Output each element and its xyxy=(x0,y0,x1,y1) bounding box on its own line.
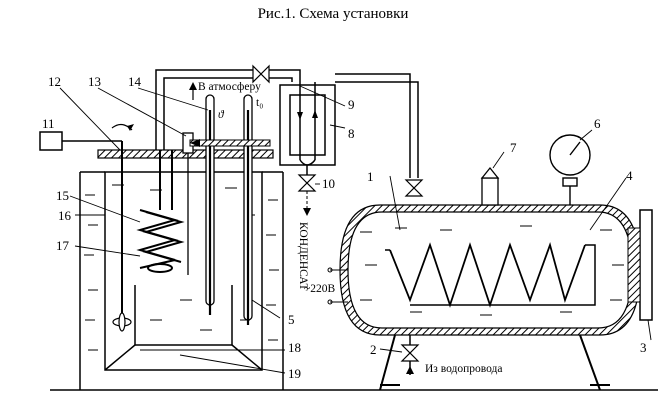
vent-pipe xyxy=(155,69,301,150)
label-14: 14 xyxy=(128,74,142,89)
label-to-atmosphere: В атмосферу xyxy=(198,81,261,93)
thermometer-t0 xyxy=(243,94,253,325)
label-6: 6 xyxy=(594,116,601,131)
label-16: 16 xyxy=(58,208,72,223)
pressure-gauge xyxy=(549,134,591,205)
label-condensate: КОНДЕНСАТ xyxy=(297,222,309,291)
thermometer-theta xyxy=(205,94,215,315)
label-11: 11 xyxy=(42,116,55,131)
label-17: 17 xyxy=(56,238,70,253)
top-valve xyxy=(252,64,270,84)
label-19: 19 xyxy=(288,366,301,381)
label-7: 7 xyxy=(510,140,517,155)
label-4: 4 xyxy=(626,168,633,183)
inlet-valve xyxy=(400,344,420,362)
label-9: 9 xyxy=(348,97,355,112)
figure-title: Рис.1. Схема установки xyxy=(257,6,409,22)
boiler-supports xyxy=(379,334,610,391)
thermostat-tank xyxy=(79,171,284,390)
condensate-valve xyxy=(297,174,317,192)
boiler-valve xyxy=(404,179,424,197)
label-5: 5 xyxy=(288,312,295,327)
label-15: 15 xyxy=(56,188,69,203)
boiler xyxy=(339,204,641,336)
label-from-water: Из водопровода xyxy=(425,363,502,375)
label-13: 13 xyxy=(88,74,101,89)
label-1: 1 xyxy=(367,169,374,184)
end-flange xyxy=(639,209,653,321)
safety-valve xyxy=(480,166,500,206)
label-3: 3 xyxy=(640,340,647,355)
label-2: 2 xyxy=(370,342,377,357)
label-18: 18 xyxy=(288,340,301,355)
label-theta: ϑ xyxy=(218,109,225,121)
label-10: 10 xyxy=(322,176,335,191)
holder-bar xyxy=(189,139,271,147)
label-t0: t₀ xyxy=(256,97,263,109)
jacket-water xyxy=(84,184,279,351)
stirrer-motor xyxy=(39,131,63,151)
label-12: 12 xyxy=(48,74,61,89)
leader-lines xyxy=(59,85,652,374)
condenser xyxy=(279,82,336,175)
steam-pipe xyxy=(335,73,411,178)
label-voltage: ~220В xyxy=(304,283,335,295)
label-8: 8 xyxy=(348,126,355,141)
heat-exchanger-coil xyxy=(136,150,185,273)
